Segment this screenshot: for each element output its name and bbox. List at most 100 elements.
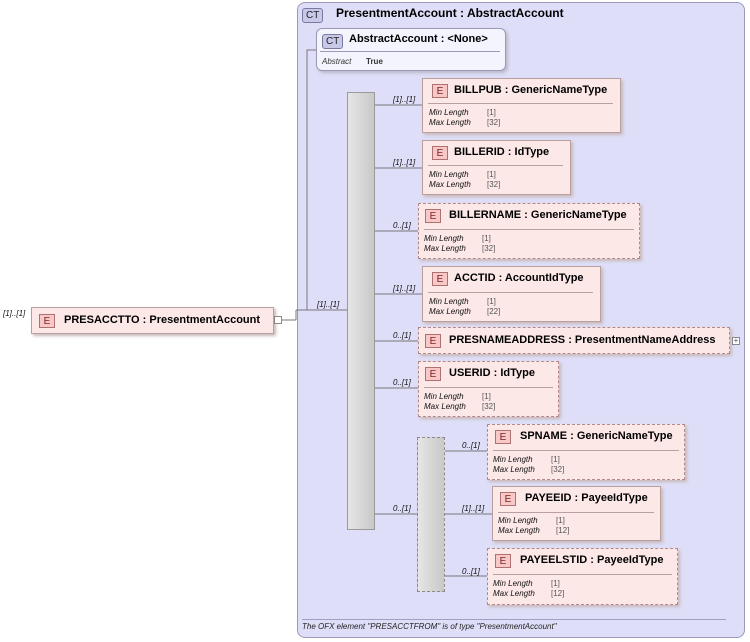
element-name: ACCTID [454,272,499,284]
prop-value: [32] [482,402,496,411]
element-name: BILLERID [454,146,505,158]
element-separator [428,165,563,166]
root-element-box[interactable]: E PRESACCTTO : PresentmentAccount [31,307,274,334]
sequence-compositor[interactable] [347,92,375,530]
prop-label: Min Length [493,455,533,464]
element-cardinality: [1]..[1] [393,158,416,167]
element-name: BILLPUB [454,84,502,96]
root-element-type: PresentmentAccount [149,314,261,326]
element-title: PAYEEID : PayeeIdType [525,492,648,504]
prop-label: Max Length [493,465,535,474]
prop-value: [1] [551,455,560,464]
choice-compositor[interactable] [417,437,445,592]
abstract-prop-value: True [366,57,383,66]
element-title: BILLPUB : GenericNameType [454,84,608,96]
element-badge: E [495,430,511,444]
element-cardinality: 0..[1] [393,331,411,340]
element-box-billerid[interactable]: E BILLERID : IdType Min Length [1] Max L… [422,140,571,195]
prop-label: Min Length [424,392,464,401]
element-cardinality: [1]..[1] [462,504,485,513]
element-separator [498,512,654,513]
element-cardinality: 0..[1] [393,221,411,230]
abstract-prop-label: Abstract [322,57,352,66]
element-badge: E [39,314,55,328]
element-separator [493,574,672,575]
complex-type-name: PresentmentAccount [336,6,457,20]
prop-value: [32] [482,244,496,253]
element-title: BILLERNAME : GenericNameType [449,209,627,221]
prop-value: [32] [487,180,501,189]
element-badge: E [425,334,441,348]
element-title: USERID : IdType [449,367,535,379]
abstract-base-name: AbstractAccount [349,33,438,45]
element-box-acctid[interactable]: E ACCTID : AccountIdType Min Length [1] … [422,266,601,322]
element-type: GenericNameType [576,430,673,442]
element-box-userid[interactable]: E USERID : IdType Min Length [1] Max Len… [418,361,559,417]
element-type: IdType [500,367,535,379]
prop-value: [1] [487,170,496,179]
root-collapse-toggle[interactable] [274,316,282,324]
element-type: GenericNameType [530,209,627,221]
prop-label: Max Length [429,180,471,189]
prop-value: [1] [482,392,491,401]
element-badge: E [432,146,448,160]
prop-value: [1] [551,579,560,588]
prop-label: Min Length [424,234,464,243]
element-name: BILLERNAME [449,209,522,221]
prop-label: Max Length [498,526,540,535]
element-title: PAYEELSTID : PayeeIdType [520,554,664,566]
element-box-payeelstid[interactable]: E PAYEELSTID : PayeeIdType Min Length [1… [487,548,678,605]
element-box-payeeid[interactable]: E PAYEEID : PayeeIdType Min Length [1] M… [492,486,661,541]
element-title: ACCTID : AccountIdType [454,272,584,284]
element-badge: E [425,209,441,223]
prop-value: [32] [487,118,501,127]
root-element-name: PRESACCTTO [64,314,140,326]
element-separator [428,292,593,293]
element-separator [493,450,679,451]
element-badge: E [495,554,511,568]
prop-label: Max Length [429,307,471,316]
element-cardinality: [1]..[1] [393,95,416,104]
expand-icon[interactable]: + [732,336,740,345]
complex-type-title: PresentmentAccount : AbstractAccount [336,6,564,20]
element-type: AccountIdType [504,272,584,284]
abstract-separator [320,51,500,52]
prop-label: Max Length [429,118,471,127]
abstract-base-box [316,28,506,71]
prop-value: [1] [487,297,496,306]
element-type: PayeeIdType [581,492,648,504]
element-box-billername[interactable]: E BILLERNAME : GenericNameType Min Lengt… [418,203,640,259]
element-badge: E [432,84,448,98]
element-badge: E [432,272,448,286]
element-type: GenericNameType [511,84,608,96]
element-separator [428,103,613,104]
element-name: PRESNAMEADDRESS [449,334,566,346]
type-annotation: The OFX element "PRESACCTFROM" is of typ… [302,622,557,631]
element-title: PRESNAMEADDRESS : PresentmentNameAddress [449,334,716,346]
prop-label: Max Length [493,589,535,598]
element-cardinality: 0..[1] [462,441,480,450]
prop-label: Min Length [429,170,469,179]
element-title: SPNAME : GenericNameType [520,430,673,442]
prop-label: Min Length [498,516,538,525]
element-cardinality: 0..[1] [393,378,411,387]
element-name: PAYEELSTID [520,554,588,566]
root-element-title: PRESACCTTO : PresentmentAccount [64,314,261,326]
prop-value: [1] [482,234,491,243]
root-cardinality: [1]..[1] [3,309,26,318]
abstract-base-badge: CT [322,34,344,49]
element-badge: E [425,367,441,381]
element-box-billpub[interactable]: E BILLPUB : GenericNameType Min Length [… [422,78,621,133]
prop-label: Min Length [429,108,469,117]
element-type: PresentmentNameAddress [574,334,716,346]
element-name: SPNAME [520,430,568,442]
prop-value: [32] [551,465,565,474]
element-type: PayeeIdType [597,554,664,566]
prop-value: [12] [551,589,565,598]
choice-cardinality: 0..[1] [393,504,411,513]
element-box-spname[interactable]: E SPNAME : GenericNameType Min Length [1… [487,424,685,480]
prop-value: [1] [556,516,565,525]
element-box-presnameaddress[interactable]: E PRESNAMEADDRESS : PresentmentNameAddre… [418,327,730,354]
complex-type-base: AbstractAccount [466,6,564,20]
element-name: PAYEEID [525,492,572,504]
